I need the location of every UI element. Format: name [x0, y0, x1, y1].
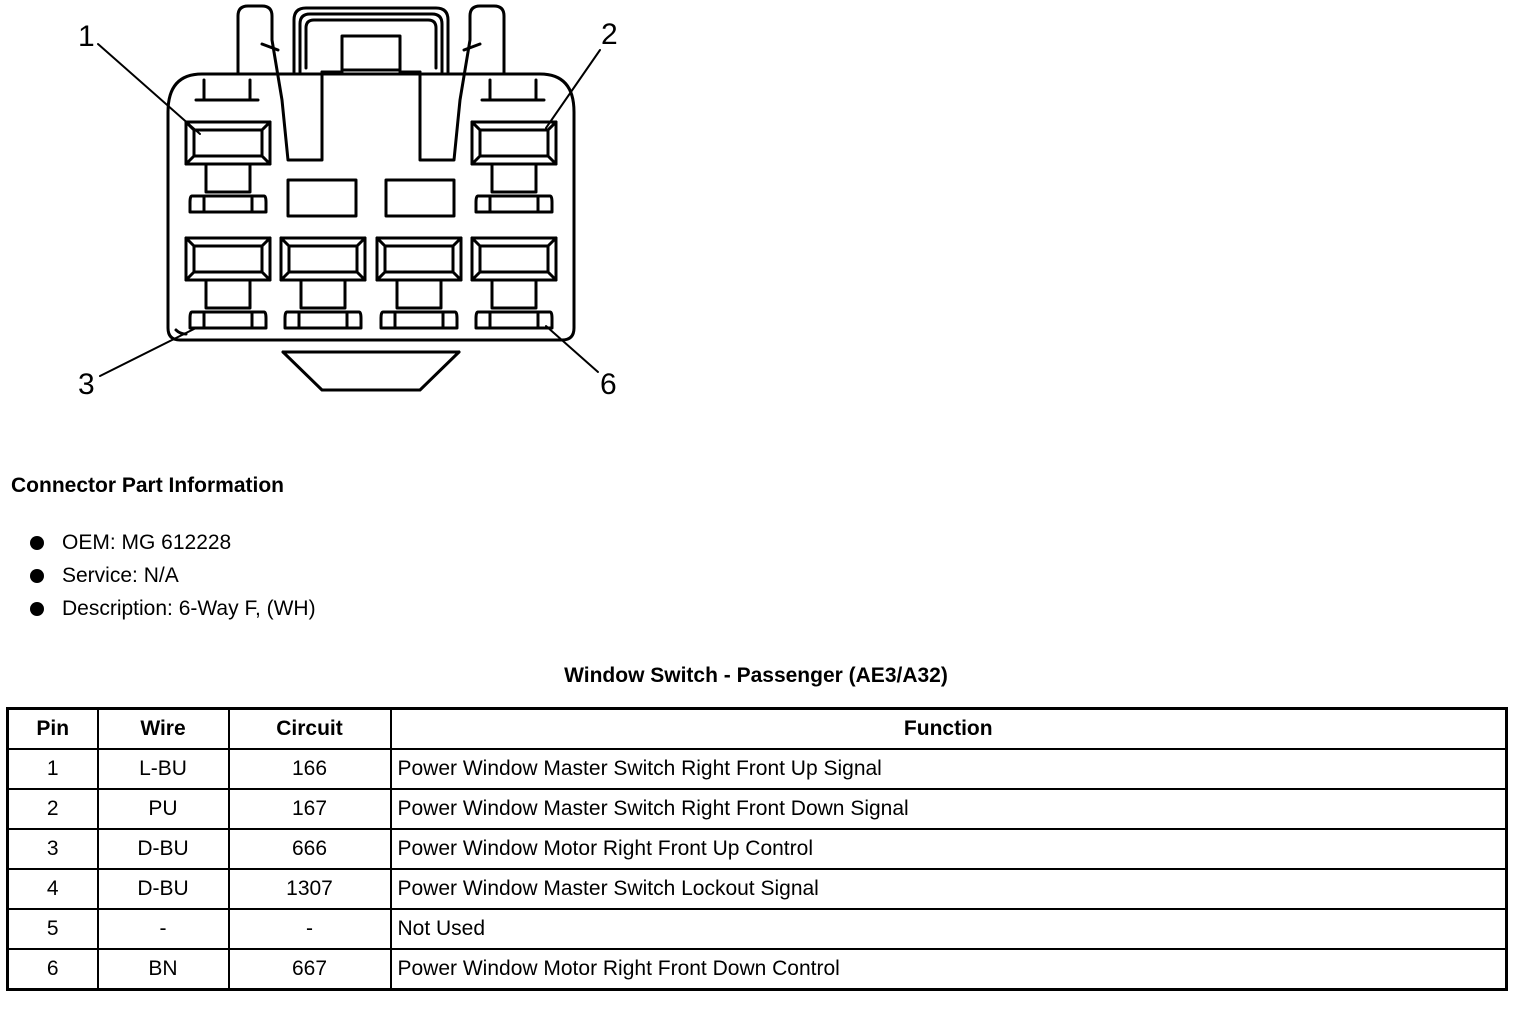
cell-wire: -	[96, 908, 230, 950]
center-lock-inner	[298, 12, 444, 74]
cell-function: Power Window Master Switch Right Front D…	[389, 788, 1508, 830]
table-title: Window Switch - Passenger (AE3/A32)	[564, 664, 948, 687]
pin-label-6: 6	[600, 368, 617, 401]
header-function: Function	[389, 707, 1508, 750]
cell-wire: BN	[96, 948, 230, 991]
cell-circuit: 1307	[227, 868, 392, 910]
right-notch	[480, 78, 546, 102]
table-row: 5 - - Not Used	[6, 908, 1508, 950]
cell-function: Power Window Master Switch Right Front U…	[389, 748, 1508, 790]
table-row: 3 D-BU 666 Power Window Motor Right Fron…	[6, 828, 1508, 870]
cell-pin: 3	[6, 828, 99, 870]
leader-line-pin-1	[97, 43, 201, 135]
bullet-icon	[30, 535, 44, 550]
cell-pin: 6	[6, 948, 99, 991]
cell-circuit: -	[227, 908, 392, 950]
right-latch-tick	[462, 42, 482, 52]
pin-label-3: 3	[78, 368, 95, 401]
table-row: 6 BN 667 Power Window Motor Right Front …	[6, 948, 1508, 991]
pinout-table: Pin Wire Circuit Function 1 L-BU 166 Pow…	[6, 707, 1508, 991]
part-info-oem: OEM: MG 612228	[62, 531, 232, 554]
cell-pin: 2	[6, 788, 99, 830]
cell-circuit: 667	[227, 948, 392, 991]
cell-wire: L-BU	[96, 748, 230, 790]
cell-circuit: 166	[227, 748, 392, 790]
cell-function: Power Window Master Switch Lockout Signa…	[389, 868, 1508, 910]
cell-circuit: 167	[227, 788, 392, 830]
pin-label-1: 1	[78, 20, 95, 53]
part-info-heading: Connector Part Information	[11, 474, 285, 497]
leader-line-pin-6	[545, 325, 599, 373]
terminal-pin-5	[375, 236, 463, 330]
part-info-service: Service: N/A	[62, 564, 179, 587]
cell-wire: D-BU	[96, 868, 230, 910]
cell-wire: PU	[96, 788, 230, 830]
table-header-row: Pin Wire Circuit Function	[6, 707, 1508, 750]
center-lock-inner2	[304, 18, 438, 70]
right-latch	[418, 4, 506, 162]
part-info-description: Description: 6-Way F, (WH)	[62, 597, 316, 620]
left-latch	[236, 4, 324, 162]
cell-wire: D-BU	[96, 828, 230, 870]
bottom-key	[281, 350, 461, 392]
left-notch	[194, 78, 260, 102]
list-item: Description: 6-Way F, (WH)	[30, 592, 316, 625]
leader-line-pin-3	[99, 327, 197, 377]
pin-label-2: 2	[601, 18, 618, 51]
cell-function: Power Window Motor Right Front Down Cont…	[389, 948, 1508, 991]
table-row: 4 D-BU 1307 Power Window Master Switch L…	[6, 868, 1508, 910]
header-pin: Pin	[6, 707, 99, 750]
empty-cavity-right	[384, 178, 456, 218]
leader-line-pin-2	[545, 49, 601, 129]
left-latch-tick	[260, 42, 280, 52]
terminal-pin-1	[184, 120, 272, 214]
list-item: Service: N/A	[30, 559, 316, 592]
header-wire: Wire	[96, 707, 230, 750]
bullet-icon	[30, 568, 44, 583]
connector-housing	[166, 72, 576, 342]
cell-function: Not Used	[389, 908, 1508, 950]
bullet-icon	[30, 601, 44, 616]
table-row: 1 L-BU 166 Power Window Master Switch Ri…	[6, 748, 1508, 790]
cell-function: Power Window Motor Right Front Up Contro…	[389, 828, 1508, 870]
terminal-pin-6	[470, 236, 558, 330]
center-lock-outer	[292, 6, 450, 74]
cell-pin: 4	[6, 868, 99, 910]
terminal-pin-2	[470, 120, 558, 214]
table-row: 2 PU 167 Power Window Master Switch Righ…	[6, 788, 1508, 830]
cell-circuit: 666	[227, 828, 392, 870]
empty-cavity-left	[286, 178, 358, 218]
cell-pin: 1	[6, 748, 99, 790]
header-circuit: Circuit	[227, 707, 392, 750]
list-item: OEM: MG 612228	[30, 526, 316, 559]
part-info-list: OEM: MG 612228 Service: N/A Description:…	[30, 526, 316, 625]
center-lock-tab	[340, 34, 402, 72]
connector-face-diagram: 1 2 3 6	[78, 4, 618, 401]
terminal-pin-4	[279, 236, 367, 330]
terminal-pin-3	[184, 236, 272, 330]
cell-pin: 5	[6, 908, 99, 950]
